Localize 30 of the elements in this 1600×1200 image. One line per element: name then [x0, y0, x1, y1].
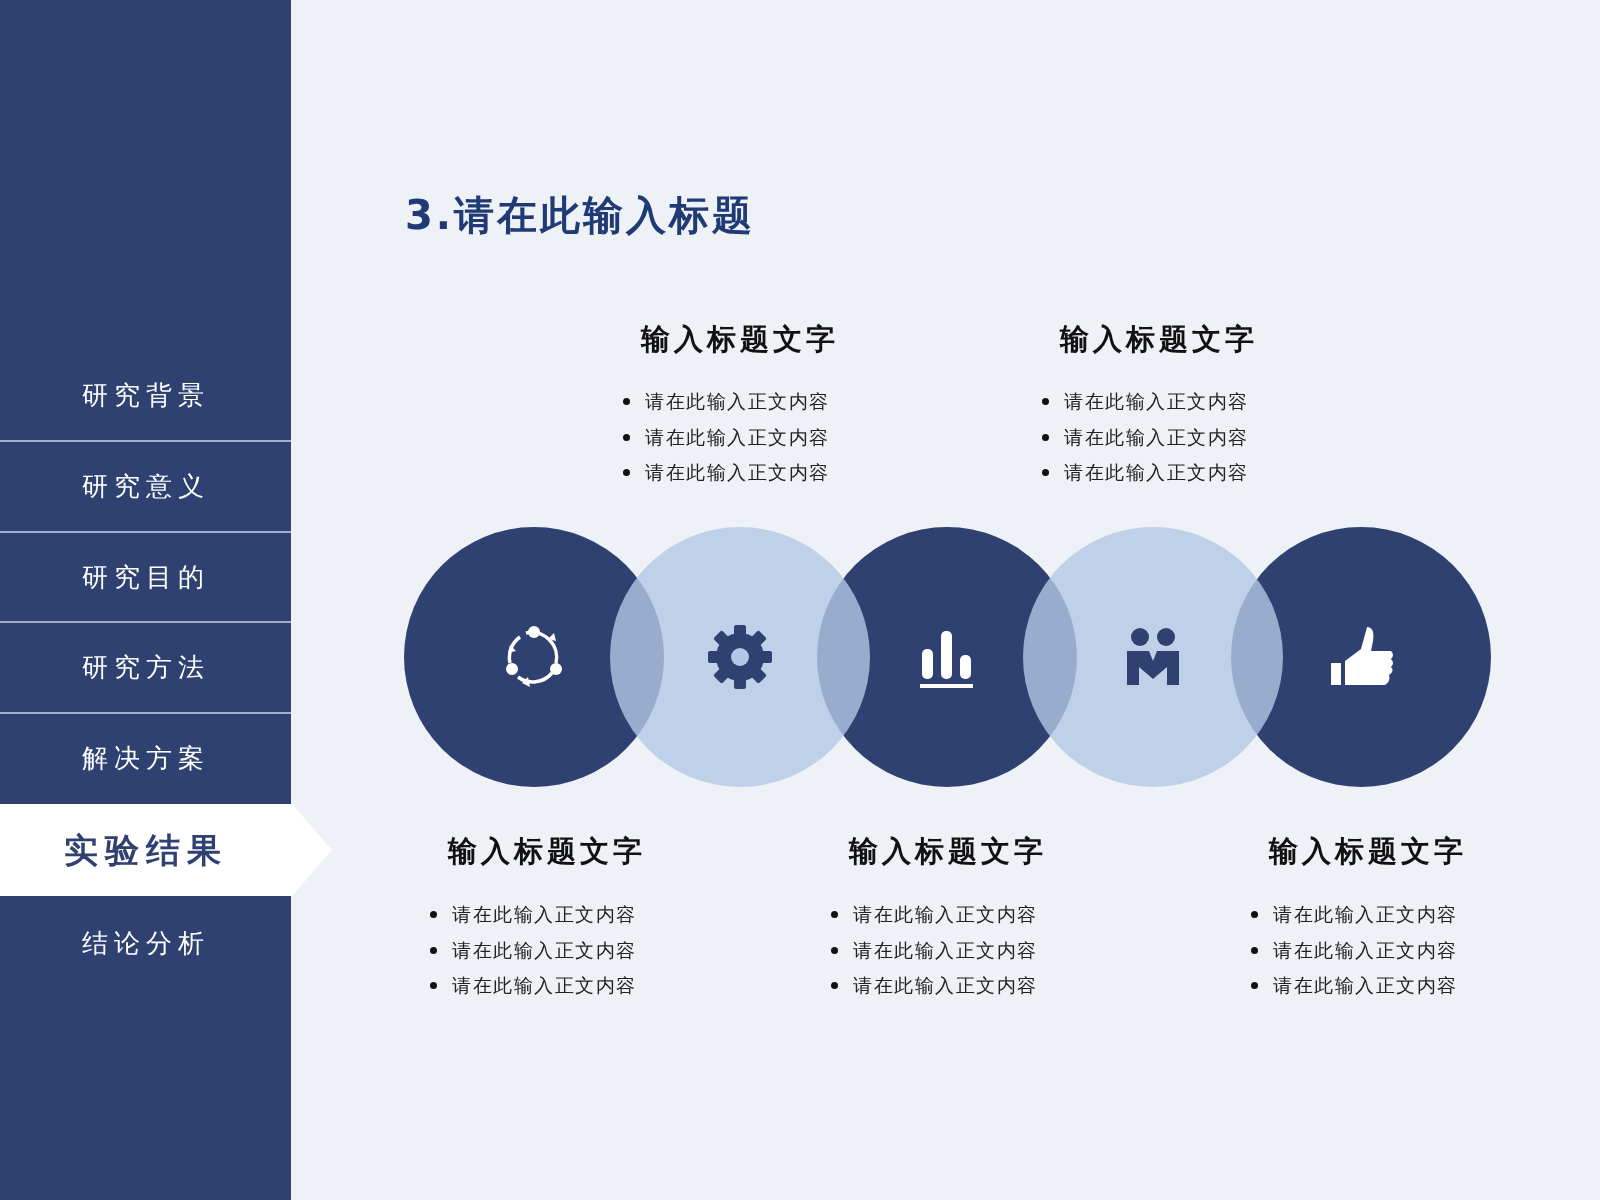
menu-item: 研究方法: [0, 622, 291, 713]
bullet-text: 请在此输入正文内容: [1064, 390, 1249, 414]
bullet-text: 请在此输入正文内容: [1273, 974, 1458, 999]
bullet-text: 请在此输入正文内容: [452, 903, 637, 927]
bullet-text: 请在此输入正文内容: [645, 461, 830, 486]
bullet-text: 请在此输入正文内容: [452, 974, 637, 999]
heading: 输入标题文字: [641, 321, 839, 358]
bullet-text: 请在此输入正文内容: [853, 938, 1038, 963]
heading: 输入标题文字: [1060, 321, 1258, 358]
bullet-text: 请在此输入正文内容: [853, 903, 1038, 927]
bullet-text: 请在此输入正文内容: [1064, 425, 1249, 450]
title: 3.请在此输入标题: [405, 191, 756, 240]
bullet-text: 请在此输入正文内容: [645, 390, 830, 414]
menu-item: 研究意义: [0, 441, 291, 532]
bullet-text: 请在此输入正文内容: [1064, 461, 1249, 486]
menu-item: 解决方案: [0, 713, 291, 804]
circle: [1023, 527, 1283, 787]
menu-item: 研究目的: [0, 532, 291, 622]
bullet-text: 请在此输入正文内容: [452, 938, 637, 963]
active-menu-tab: 实验结果: [0, 804, 332, 896]
circle: [610, 527, 870, 787]
menu-item: 研究背景: [0, 350, 291, 441]
heading: 输入标题文字: [1269, 833, 1467, 870]
bullet-text: 请在此输入正文内容: [1273, 903, 1458, 927]
bullet-text: 请在此输入正文内容: [853, 974, 1038, 999]
bullet-text: 请在此输入正文内容: [1273, 938, 1458, 963]
heading: 输入标题文字: [448, 833, 646, 870]
heading: 输入标题文字: [849, 833, 1047, 870]
menu-item: 结论分析: [0, 896, 291, 990]
bullet-text: 请在此输入正文内容: [645, 425, 830, 450]
